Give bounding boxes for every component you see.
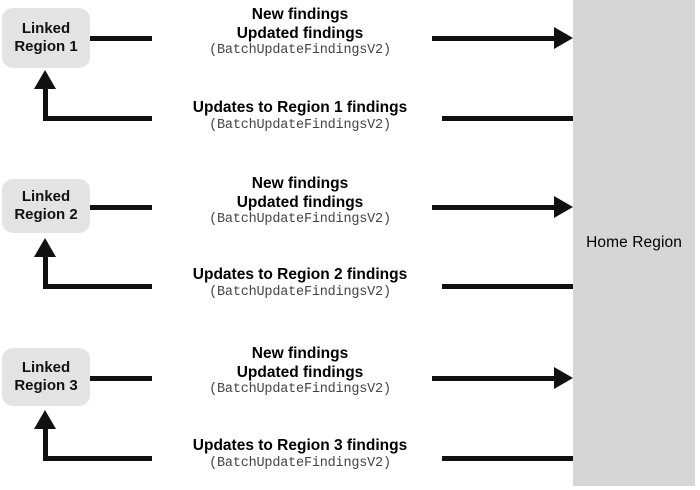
region-1-outbound-line2: Updated findings [236,24,364,42]
region-1-outbound-api: (BatchUpdateFindingsV2) [209,43,391,59]
region-3-outbound-line1: New findings [251,345,349,362]
region-1-inbound-line-right [442,116,573,121]
linked-region-2-box: Linked Region 2 [2,179,90,233]
region-2-inbound-line-right [442,284,573,289]
region-2-inbound-api: (BatchUpdateFindingsV2) [209,284,391,300]
region-1-inbound-line-vertical [43,88,48,121]
linked-region-2-label-line1: Linked [21,187,71,205]
region-3-inbound-line-right [442,456,573,461]
region-1-outbound-label: New findings Updated findings (BatchUpda… [160,6,440,59]
region-1-inbound-line1: Updates to Region 1 findings [192,99,408,116]
region-3-outbound-arrowhead-icon [554,367,573,389]
region-1-outbound-arrow-line [432,36,554,41]
region-2-outbound-api: (BatchUpdateFindingsV2) [209,212,391,228]
region-3-outbound-label: New findings Updated findings (BatchUpda… [160,345,440,398]
linked-region-1-label-line2: Region 1 [14,38,78,55]
region-3-inbound-arrowhead-icon [34,410,56,429]
region-3-inbound-line-vertical [43,428,48,461]
linked-region-3-label-line1: Linked [21,358,71,376]
region-2-inbound-arrowhead-icon [34,238,56,257]
region-3-outbound-arrow-line [432,376,554,381]
region-2-outbound-stub [90,205,152,210]
region-2-inbound-line-bottom [43,284,152,289]
region-2-outbound-line2: Updated findings [236,193,364,211]
linked-region-3-label-line2: Region 3 [14,377,78,394]
region-2-inbound-label: Updates to Region 2 findings (BatchUpdat… [160,266,440,301]
region-1-outbound-arrowhead-icon [554,27,573,49]
region-1-outbound-line1: New findings [251,6,349,23]
linked-region-3-box: Linked Region 3 [2,348,90,406]
region-2-outbound-arrowhead-icon [554,196,573,218]
region-2-outbound-label: New findings Updated findings (BatchUpda… [160,175,440,228]
linked-region-1-label-line1: Linked [21,19,71,37]
region-3-inbound-line-bottom [43,456,152,461]
region-1-inbound-label: Updates to Region 1 findings (BatchUpdat… [160,99,440,134]
region-3-outbound-stub [90,376,152,381]
region-2-outbound-line1: New findings [251,175,349,192]
region-3-outbound-api: (BatchUpdateFindingsV2) [209,382,391,398]
home-region-label: Home Region [586,234,682,251]
region-3-outbound-line2: Updated findings [236,363,364,381]
region-3-inbound-label: Updates to Region 3 findings (BatchUpdat… [160,437,440,472]
region-1-outbound-stub [90,36,152,41]
home-region-box: Home Region [573,0,695,486]
region-1-inbound-arrowhead-icon [34,70,56,89]
region-3-inbound-line1: Updates to Region 3 findings [192,437,408,454]
region-2-outbound-arrow-line [432,205,554,210]
region-3-inbound-api: (BatchUpdateFindingsV2) [209,455,391,471]
region-1-inbound-api: (BatchUpdateFindingsV2) [209,117,391,133]
linked-region-2-label-line2: Region 2 [14,206,78,223]
region-1-inbound-line-bottom [43,116,152,121]
region-2-inbound-line1: Updates to Region 2 findings [192,266,408,283]
region-2-inbound-line-vertical [43,256,48,289]
linked-region-1-box: Linked Region 1 [2,8,90,68]
